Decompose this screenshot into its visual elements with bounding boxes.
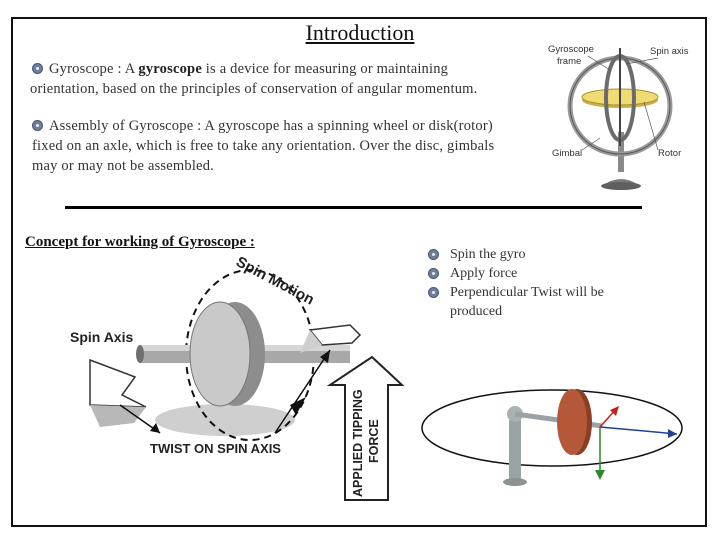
bullet-icon bbox=[428, 287, 439, 298]
list-item: Apply force bbox=[428, 264, 604, 283]
label-spin-motion: Spin Motion bbox=[233, 255, 317, 309]
bullet-icon bbox=[428, 249, 439, 260]
list-item: Perpendicular Twist will be bbox=[428, 283, 604, 302]
gyroscope-definition: Gyroscope : A gyroscope is a device for … bbox=[30, 61, 478, 97]
precession-illustration bbox=[421, 389, 683, 486]
slide-title: Introduction bbox=[305, 20, 415, 45]
label-applied-tipping: APPLIED TIPPING bbox=[351, 389, 365, 497]
bullet-icon bbox=[428, 268, 439, 279]
svg-text:frame: frame bbox=[557, 56, 581, 67]
section-divider bbox=[65, 206, 642, 209]
list-item: produced bbox=[450, 304, 503, 319]
label-rotor: Rotor bbox=[658, 148, 681, 159]
label-twist-on-spin-axis: TWIST ON SPIN AXIS bbox=[150, 441, 281, 456]
label-spin-axis: Spin Axis bbox=[70, 329, 133, 345]
gyroscope-illustration: Gyroscope frame Spin axis Gimbal Rotor bbox=[548, 44, 689, 190]
label-gimbal: Gimbal bbox=[552, 148, 582, 159]
slide-frame bbox=[11, 17, 707, 527]
steps-list: Spin the gyro Apply force Perpendicular … bbox=[428, 245, 604, 321]
label-force: FORCE bbox=[367, 419, 381, 463]
concept-heading: Concept for working of Gyroscope : bbox=[25, 234, 255, 250]
concept-diagram: Spin Motion Spin Axis TWIST ON SPIN AXIS… bbox=[70, 255, 405, 501]
bullet-icon bbox=[32, 120, 43, 131]
list-item: Spin the gyro bbox=[428, 245, 604, 264]
label-gyroscope-frame: Gyroscope bbox=[548, 44, 594, 55]
label-spin-axis: Spin axis bbox=[650, 46, 689, 57]
assembly-description: Assembly of Gyroscope : A gyroscope has … bbox=[32, 118, 495, 174]
bullet-icon bbox=[32, 63, 43, 74]
